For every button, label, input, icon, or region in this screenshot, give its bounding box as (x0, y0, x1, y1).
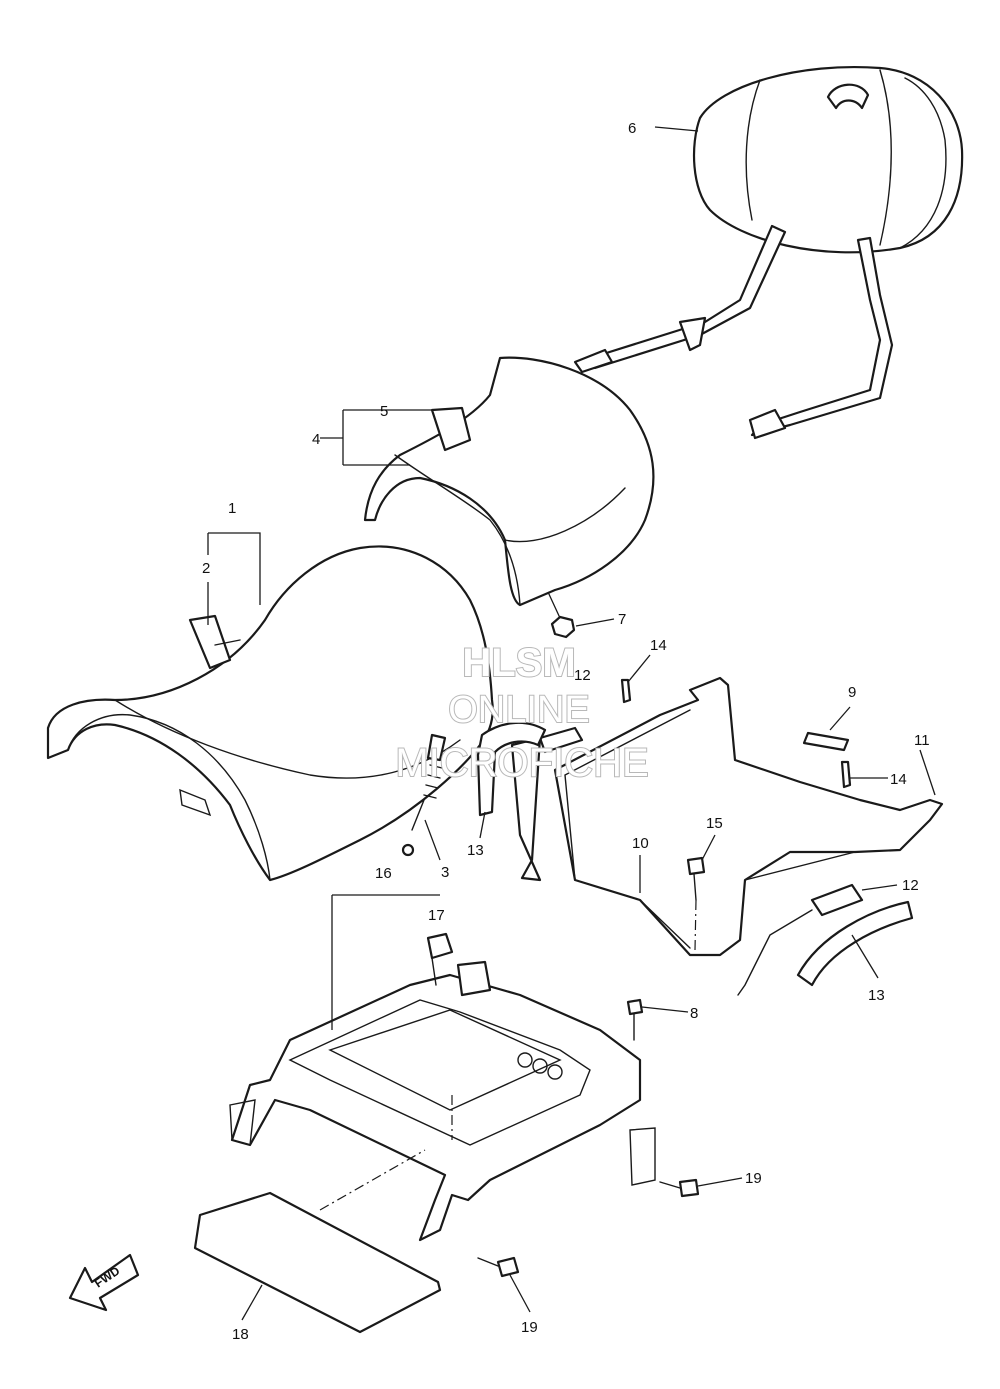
leader-19b (509, 1274, 531, 1313)
leader-8 (641, 1006, 689, 1013)
pad-part-9[interactable] (802, 731, 850, 752)
leader-4 (320, 409, 432, 466)
callout-3[interactable]: 3 (441, 864, 449, 881)
watermark-line-2: ONLINE (448, 689, 589, 731)
grip-part-12-right[interactable] (737, 883, 864, 996)
leader-18 (241, 1284, 263, 1321)
callout-4[interactable]: 4 (312, 431, 320, 448)
callout-12b[interactable]: 12 (902, 877, 919, 894)
leader-3 (424, 819, 441, 861)
rivet-part-14b[interactable] (840, 760, 852, 789)
callout-14b[interactable]: 14 (890, 771, 907, 788)
leader-6 (654, 126, 699, 132)
bolt-part-15[interactable] (686, 856, 706, 951)
watermark: HLSM ONLINE MICROFICHE (394, 640, 649, 786)
watermark-line-3: MICROFICHE (395, 741, 648, 785)
rivet-part-14a[interactable] (620, 678, 632, 704)
bolt-part-8[interactable] (626, 998, 644, 1041)
grip-part-12-left[interactable] (510, 726, 584, 882)
callout-2[interactable]: 2 (202, 560, 210, 577)
spring-part-3[interactable] (401, 733, 447, 857)
mat-part-18[interactable] (193, 1191, 442, 1334)
callout-1[interactable]: 1 (228, 500, 236, 517)
leader-9 (829, 706, 851, 731)
base-frame-part-16[interactable] (229, 960, 656, 1242)
damper-part-17[interactable] (426, 932, 454, 986)
watermark-line-1: HLSM (462, 641, 575, 685)
frame-part-10[interactable] (553, 676, 944, 957)
leader-1 (207, 532, 261, 625)
callout-19a[interactable]: 19 (745, 1170, 762, 1187)
callout-10[interactable]: 10 (632, 835, 649, 852)
leader-19a (697, 1177, 743, 1187)
callout-14a[interactable]: 14 (650, 637, 667, 654)
backrest-part-6[interactable] (573, 66, 964, 440)
leader-14a (627, 654, 651, 683)
nut-part-7[interactable] (550, 615, 576, 639)
forward-direction-arrow: FWD (68, 1253, 140, 1312)
callout-19b[interactable]: 19 (521, 1319, 538, 1336)
callout-9[interactable]: 9 (848, 684, 856, 701)
callout-13a[interactable]: 13 (467, 842, 484, 859)
callout-7[interactable]: 7 (618, 611, 626, 628)
callout-13b[interactable]: 13 (868, 987, 885, 1004)
callout-18[interactable]: 18 (232, 1326, 249, 1343)
leader-13a (479, 811, 486, 839)
leader-11 (919, 749, 936, 796)
callout-8[interactable]: 8 (690, 1005, 698, 1022)
callout-16[interactable]: 16 (375, 865, 392, 882)
leader-16 (331, 894, 440, 1030)
grip-part-13-right[interactable] (796, 900, 914, 987)
callout-11[interactable]: 11 (914, 732, 930, 749)
callout-17[interactable]: 17 (428, 907, 445, 924)
leader-7 (547, 591, 615, 627)
callout-6[interactable]: 6 (628, 120, 636, 137)
callout-15[interactable]: 15 (706, 815, 723, 832)
leader-12b (861, 884, 898, 891)
bolt-part-19a[interactable] (659, 1178, 700, 1198)
bolt-part-19b[interactable] (477, 1256, 520, 1278)
rear-seat-part-4[interactable] (363, 356, 655, 607)
callout-5[interactable]: 5 (380, 403, 388, 420)
leader-13b (851, 934, 879, 979)
callout-12a[interactable]: 12 (574, 667, 591, 684)
grip-part-13-left[interactable] (476, 721, 547, 817)
front-seat-part-1[interactable] (46, 545, 494, 882)
leader-15 (701, 834, 716, 861)
